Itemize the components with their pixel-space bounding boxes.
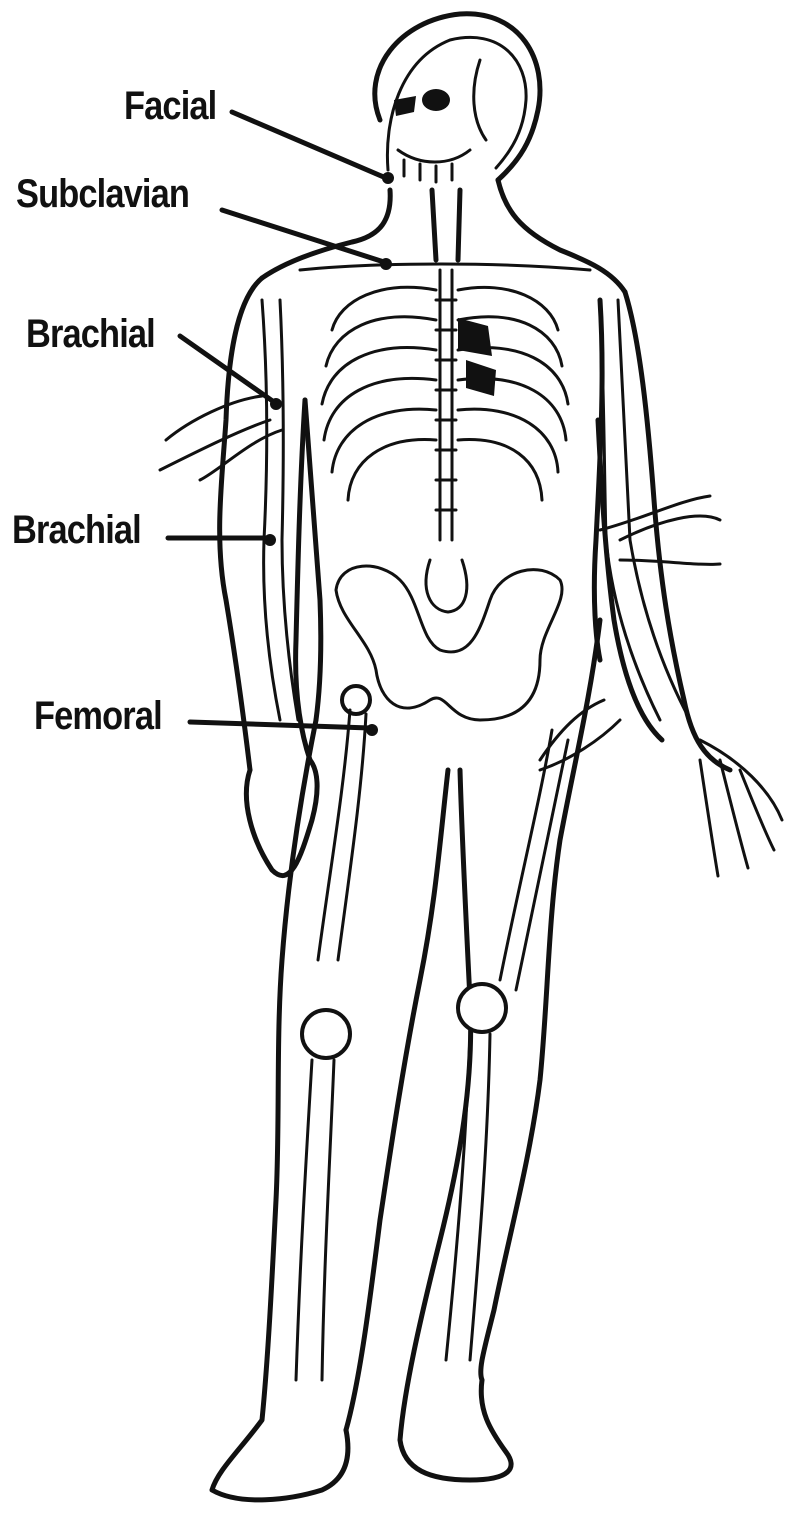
- label-brachial-lower: Brachial: [12, 510, 141, 550]
- label-subclavian: Subclavian: [16, 174, 189, 214]
- leader-lines: [168, 112, 386, 728]
- label-femoral: Femoral: [34, 696, 162, 736]
- leader-femoral: [190, 722, 370, 728]
- leader-facial: [232, 112, 386, 178]
- label-facial: Facial: [124, 86, 216, 126]
- label-brachial-upper: Brachial: [26, 314, 155, 354]
- leader-subclavian: [222, 210, 384, 262]
- spine-icon: [432, 190, 460, 540]
- skull-icon: [387, 37, 526, 182]
